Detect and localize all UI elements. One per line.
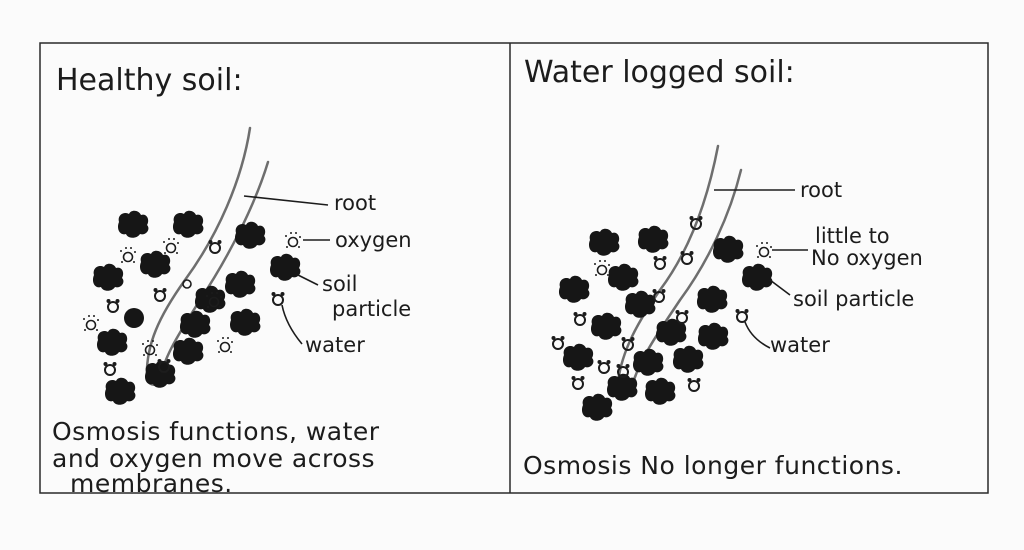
right-label-root: root bbox=[800, 178, 842, 202]
right-label-water: water bbox=[770, 333, 830, 357]
right-panel: Water logged soil: bbox=[523, 55, 923, 480]
left-label-leaders bbox=[243, 195, 330, 345]
left-caption-line3: membranes. bbox=[70, 469, 233, 498]
left-caption-line2: and oxygen move across bbox=[52, 444, 375, 473]
left-label-soil: soil bbox=[322, 272, 357, 296]
left-label-oxygen: oxygen bbox=[335, 228, 412, 252]
right-label-no-oxygen: No oxygen bbox=[811, 246, 923, 270]
left-panel-title: Healthy soil: bbox=[56, 63, 243, 98]
right-panel-title: Water logged soil: bbox=[524, 55, 795, 90]
left-label-particle: particle bbox=[332, 297, 411, 321]
left-soil-particles bbox=[92, 210, 301, 405]
left-panel: Healthy soil: bbox=[52, 63, 412, 498]
left-caption-line1: Osmosis functions, water bbox=[52, 417, 380, 446]
right-soil-particles bbox=[558, 225, 773, 421]
left-label-root: root bbox=[334, 191, 376, 215]
right-label-soil-particle: soil particle bbox=[793, 287, 914, 311]
diagram-frame bbox=[39, 42, 989, 494]
right-caption: Osmosis No longer functions. bbox=[523, 451, 903, 480]
right-label-little-to: little to bbox=[815, 224, 890, 248]
left-oxygen-molecules bbox=[82, 231, 302, 357]
left-label-water: water bbox=[305, 333, 365, 357]
right-label-leaders bbox=[714, 189, 808, 349]
